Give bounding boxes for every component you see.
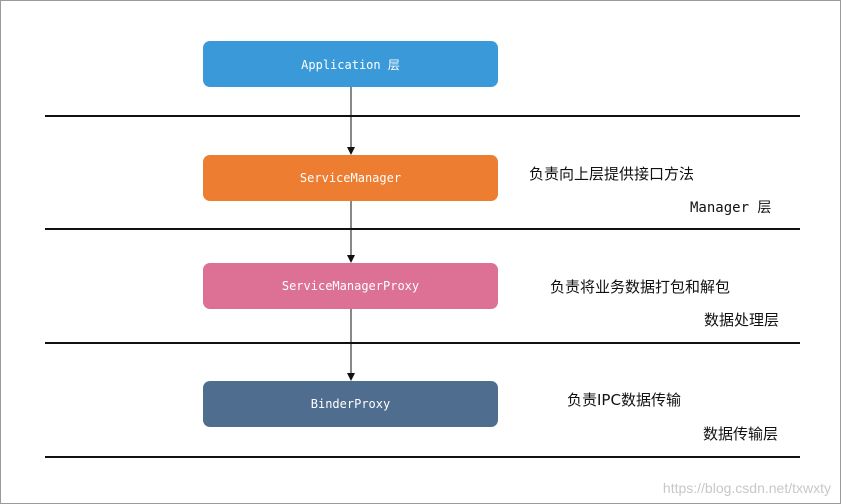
manager-layer-label: Manager 层: [690, 200, 772, 216]
application-layer-box: Application 层: [203, 41, 498, 87]
divider-line: [45, 115, 800, 117]
transport-layer-label: 数据传输层: [703, 425, 779, 443]
binder-proxy-box: BinderProxy: [203, 381, 498, 427]
divider-line: [45, 456, 800, 458]
processing-layer-label: 数据处理层: [704, 311, 780, 329]
divider-line: [45, 228, 800, 230]
processing-description: 负责将业务数据打包和解包: [550, 278, 731, 296]
divider-line: [45, 342, 800, 344]
service-manager-proxy-box: ServiceManagerProxy: [203, 263, 498, 309]
watermark-text: https://blog.csdn.net/txwxty: [662, 480, 831, 496]
service-manager-box: ServiceManager: [203, 155, 498, 201]
transport-description: 负责IPC数据传输: [567, 391, 681, 409]
manager-description: 负责向上层提供接口方法: [529, 165, 695, 183]
